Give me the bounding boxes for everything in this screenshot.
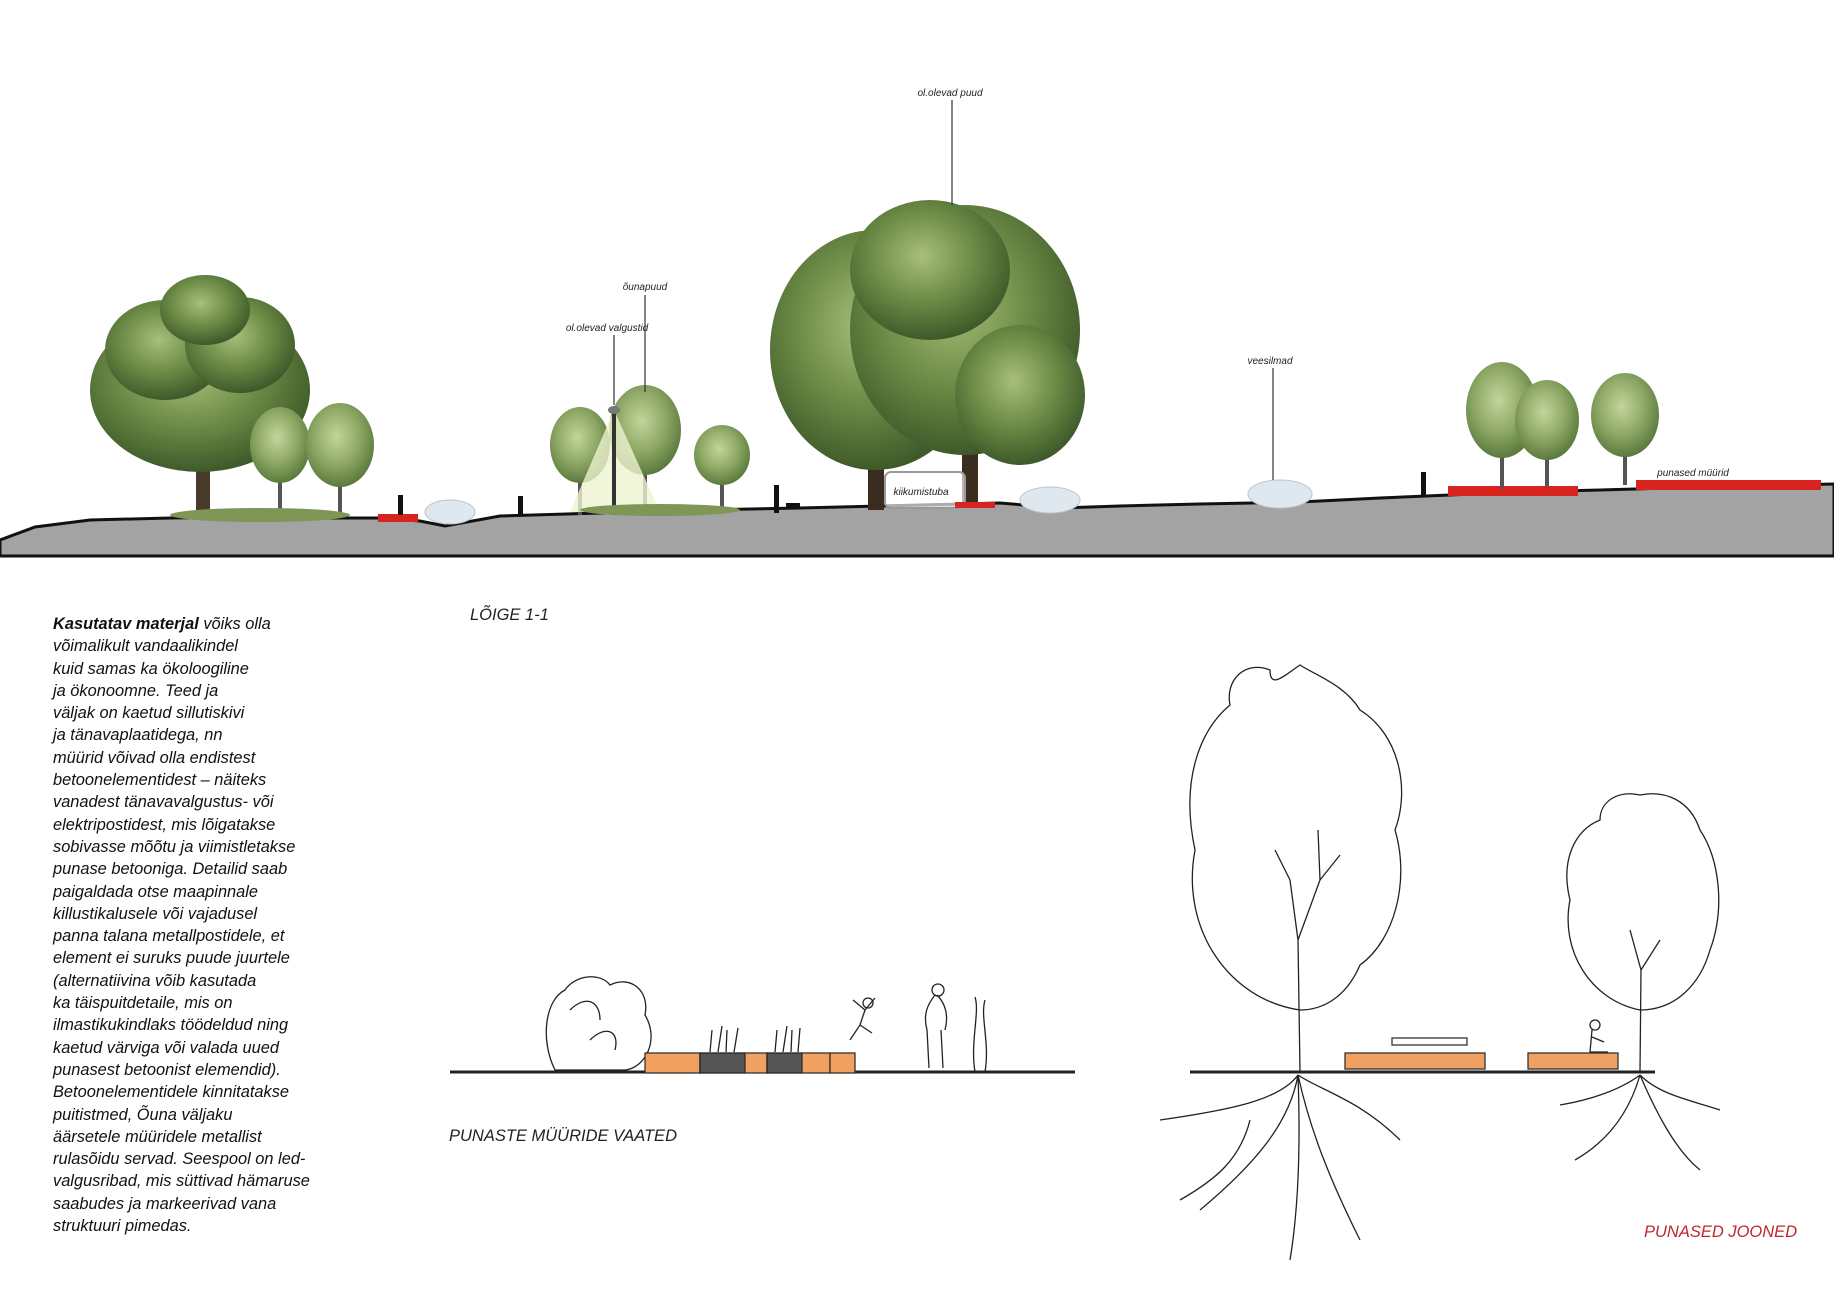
description-line: võimalikult vandaalikindel [53,637,238,656]
description-line: ilmastikukindlaks töödeldud ning [53,1016,289,1035]
description-line: müürid võivad olla endistest [53,748,256,767]
label-red-walls: punased müürid [1656,468,1729,479]
tree-small-left-1 [250,407,310,515]
planting-left [170,508,350,522]
person-3 [1421,472,1426,496]
description-line: väljak on kaetud sillutiskivi [53,704,245,723]
tree-small-left-2 [306,403,374,515]
description-line: killustikalusele või vajadusel [53,904,258,923]
description-line: element ei suruks puude juurtele [53,949,290,968]
description-line: saabudes ja markeerivad vana [53,1194,277,1213]
planting-mid [580,504,740,516]
description-line: (alternatiivina võib kasutada [53,971,257,990]
description-line: elektripostidest, mis lõigatakse [53,815,276,834]
person-dog-walker [774,485,779,513]
elevation-red-walls [450,976,1075,1074]
description-line: kaetud värviga või valada uued [53,1038,279,1057]
elevation-red-lines [1159,664,1721,1261]
tree-right-3 [1591,373,1659,485]
description-lead-bold: Kasutatav materjal [53,615,199,633]
swing-shelter [884,471,966,509]
description-line: vanadest tänavavalgustus- või [53,793,274,812]
description-line: puitistmed, Õuna väljaku [53,1105,233,1124]
red-wall-center [955,502,995,508]
description-line: Betoonelementidele kinnitatakse [53,1083,289,1102]
street-light-head [608,406,620,414]
water-mist-center [1019,486,1081,514]
label-lights-existing: ol.olevad valgustid [566,323,649,334]
tree-right-2 [1515,380,1579,487]
label-trees-existing: ol.olevad puud [917,88,982,99]
description-line: betoonelementidest – näiteks [53,771,267,790]
elevation-left-title: PUNASTE MÜÜRIDE VAATED [449,1127,677,1145]
tree-central [770,200,1085,510]
label-apple-trees: õunapuud [623,282,668,293]
description-line: panna talana metallpostidele, et [53,927,285,946]
description-line: sobivasse mõõtu ja viimistletakse [53,837,296,856]
tree-apple-3 [694,425,750,512]
description-line: punase betooniga. Detailid saab [53,860,288,879]
description-line: ja ökonoomne. Teed ja [53,681,219,700]
description-line: valgusribad, mis süttivad hämaruse [53,1172,310,1191]
description-line: paigaldada otse maapinnale [53,882,259,901]
description-line: struktuuri pimedas. [53,1217,192,1236]
tree-large-left [90,275,310,520]
description-line: ja tänavaplaatidega, nn [53,726,223,745]
red-wall-right-1 [1448,486,1578,496]
water-mist-left [424,499,476,525]
water-mist-right [1247,479,1313,509]
description-line: punasest betoonist elemendid). [53,1060,281,1079]
description-text: Kasutatav materjal võiks olla võimalikul… [53,613,353,1237]
description-line: rulasõidu servad. Seespool on led- [53,1150,306,1169]
description-lead-rest: võiks olla [198,615,271,633]
label-shelter: kiikumistuba [893,487,948,498]
dog [786,503,800,509]
person-1 [398,495,403,515]
red-wall-left [378,514,418,522]
description-line: äärsetele müüridele metallist [53,1127,262,1146]
section-title: LÕIGE 1-1 [470,606,549,624]
description-line: ka täispuitdetaile, mis on [53,994,233,1013]
street-light-pole [612,410,616,515]
red-wall-right-2 [1636,480,1821,490]
person-2 [518,496,523,516]
elevation-right-title: PUNASED JOONED [1644,1223,1798,1241]
description-line: kuid samas ka ökoloogiline [53,659,249,678]
label-water-mist: veesilmad [1247,356,1292,367]
description-line-0: Kasutatav materjal võiks olla [53,613,353,635]
